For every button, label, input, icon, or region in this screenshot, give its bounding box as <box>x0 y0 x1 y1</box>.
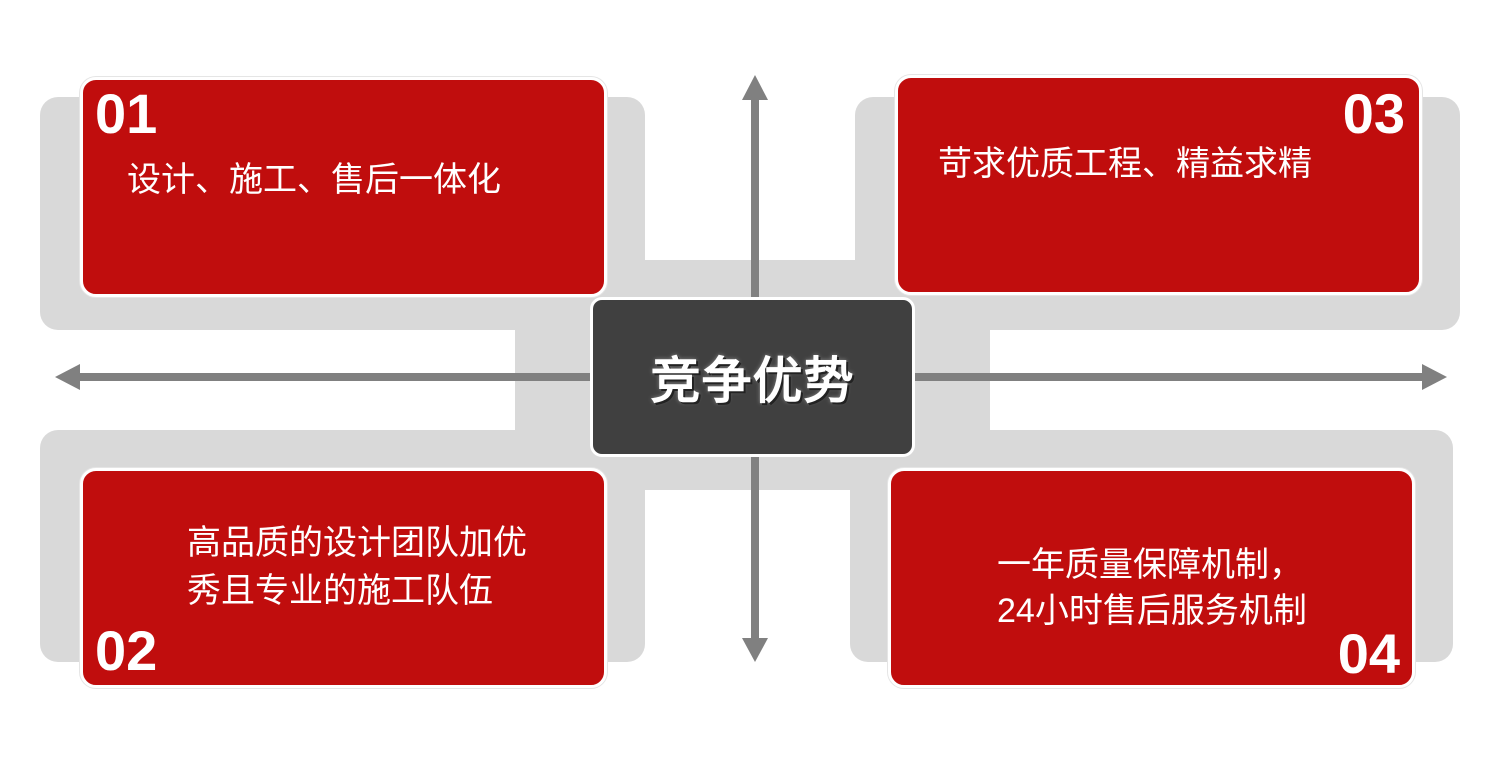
arrow-down-icon <box>742 638 768 662</box>
quadrant-number: 03 <box>1342 82 1405 145</box>
center-label: 竞争优势 <box>650 353 855 409</box>
quadrant-text-line-2: 24小时售后服务机制 <box>997 592 1307 630</box>
arrow-up-icon <box>742 75 768 100</box>
quadrant-text-line-1: 高品质的设计团队加优 <box>187 524 527 562</box>
quadrant-text: 苛求优质工程、精益求精 <box>938 145 1312 183</box>
quadrant-text-line-2: 秀且专业的施工队伍 <box>187 572 493 610</box>
quadrant-01: 01 设计、施工、售后一体化 <box>80 77 607 297</box>
arrow-left-icon <box>55 364 80 390</box>
quadrant-number: 04 <box>1337 622 1400 685</box>
quadrant-number: 01 <box>95 82 158 145</box>
quadrant-03: 03 苛求优质工程、精益求精 <box>895 75 1422 295</box>
arrow-right-icon <box>1422 364 1447 390</box>
quadrant-02: 高品质的设计团队加优 秀且专业的施工队伍 02 <box>80 468 607 688</box>
quadrant-text-line-1: 一年质量保障机制， <box>997 546 1303 584</box>
quadrant-text: 设计、施工、售后一体化 <box>127 161 501 199</box>
quadrant-number: 02 <box>95 619 158 682</box>
center-box: 竞争优势 <box>590 297 915 457</box>
quadrant-04: 一年质量保障机制， 24小时售后服务机制 04 <box>888 468 1415 688</box>
